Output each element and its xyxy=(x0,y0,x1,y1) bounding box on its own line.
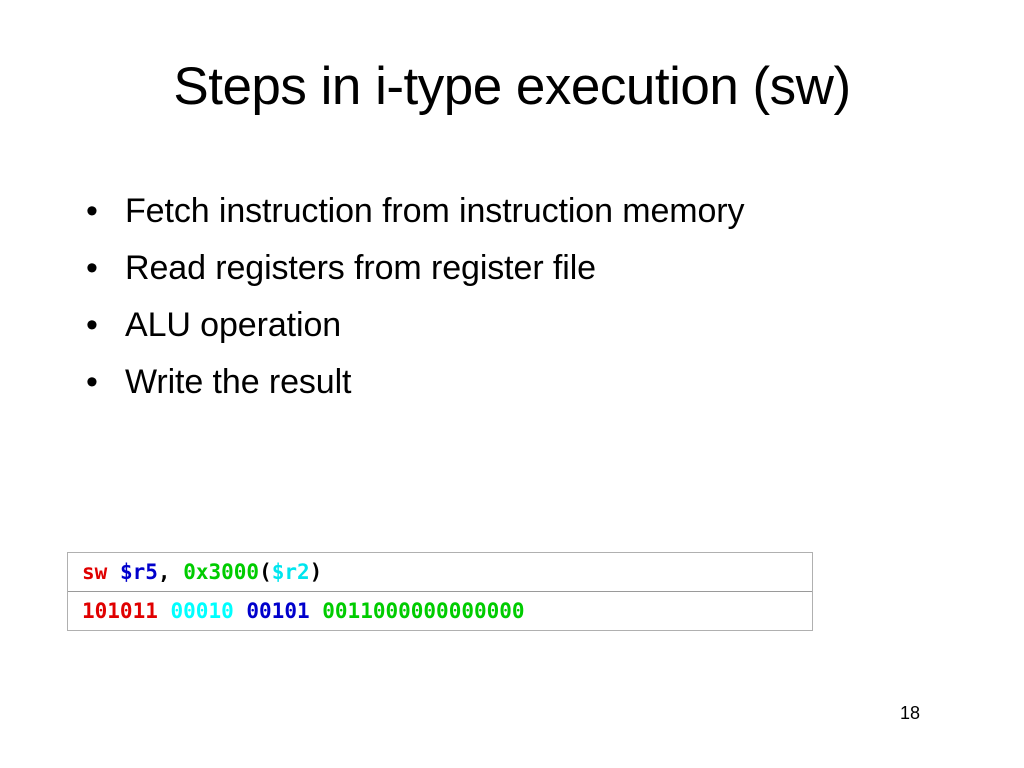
bullet-item-fetch: • Fetch instruction from instruction mem… xyxy=(86,186,826,237)
code-token-green: 0011000000000000 xyxy=(322,599,525,623)
code-token-black xyxy=(158,599,171,623)
bullet-marker-icon: • xyxy=(86,249,98,287)
bullet-text: Write the result xyxy=(125,363,352,401)
code-token-black xyxy=(107,560,120,584)
code-token-blue: $r5 xyxy=(119,560,158,584)
bullet-marker-icon: • xyxy=(86,192,98,230)
bullet-item-alu-operation: • ALU operation xyxy=(86,300,826,351)
code-token-black: ( xyxy=(259,560,272,584)
bullet-item-read-registers: • Read registers from register file xyxy=(86,243,826,294)
code-token-green: 0x3000 xyxy=(183,560,260,584)
table-row-assembly: sw $r5, 0x3000($r2) xyxy=(68,553,812,592)
bullet-text: Read registers from register file xyxy=(125,249,596,287)
instruction-encoding-table: sw $r5, 0x3000($r2) 101011 00010 00101 0… xyxy=(67,552,813,631)
bullet-list: • Fetch instruction from instruction mem… xyxy=(86,186,826,414)
assembly-instruction-line: sw $r5, 0x3000($r2) xyxy=(68,553,812,591)
code-token-red: sw xyxy=(82,560,108,584)
code-token-black xyxy=(234,599,247,623)
bullet-marker-icon: • xyxy=(86,306,98,344)
slide-title: Steps in i-type execution (sw) xyxy=(173,57,851,116)
code-token-black: ) xyxy=(309,560,323,584)
bullet-text: ALU operation xyxy=(125,306,342,344)
code-token-cyan: $r2 xyxy=(271,560,310,584)
code-token-red: 101011 xyxy=(82,599,158,623)
binary-encoding-line: 101011 00010 00101 0011000000000000 xyxy=(68,592,812,630)
bullet-text: Fetch instruction from instruction memor… xyxy=(125,192,745,230)
bullet-marker-icon: • xyxy=(86,363,98,401)
code-token-cyan: 00010 xyxy=(170,599,234,623)
code-token-blue: 00101 xyxy=(246,599,310,623)
table-row-binary: 101011 00010 00101 0011000000000000 xyxy=(68,592,812,630)
code-token-black xyxy=(171,560,184,584)
code-token-black xyxy=(310,599,323,623)
bullet-item-write-result: • Write the result xyxy=(86,357,826,408)
page-number: 18 xyxy=(900,703,921,723)
code-token-black: , xyxy=(157,560,171,584)
